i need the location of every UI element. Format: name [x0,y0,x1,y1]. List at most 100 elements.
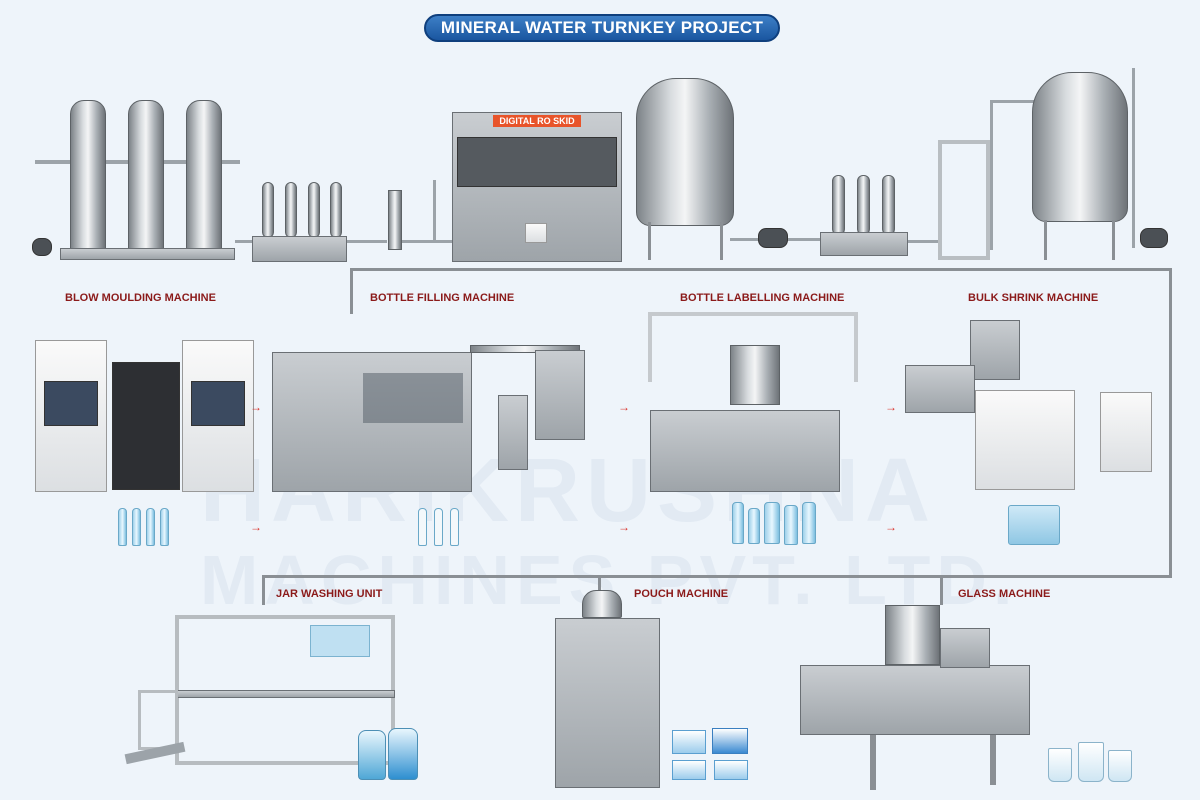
arrow-right-icon: → [250,400,262,414]
mould-window [191,381,245,426]
pipe [433,180,436,240]
pipe [1132,68,1135,248]
jar-washing-door [138,690,178,750]
sand-filter [70,100,106,250]
micron-filter [330,182,342,238]
flow-line [940,575,943,605]
pouch-icon [672,730,706,754]
shrink-hood [970,320,1020,380]
pipe [990,100,1035,103]
flow-line [350,268,1172,271]
logo [525,223,547,243]
labelling-turret [730,345,780,405]
machine-leg [870,735,876,790]
bottle-icon [764,502,780,544]
bulk-shrink-machine [975,390,1075,490]
flow-line [350,268,353,314]
micron-filter [857,175,870,235]
softener-filter [186,100,222,250]
micron-filter [262,182,274,238]
storage-tank [1032,72,1128,222]
pipe [402,240,452,243]
flow-line [262,575,265,605]
pump [32,238,52,256]
cup-icon [1108,750,1132,782]
bottle-icon [160,508,169,546]
tank-leg [1044,220,1047,260]
jar-icon [388,728,418,780]
flow-line [262,575,1172,578]
bottle-unscrambler [535,350,585,440]
label-jar-washing: JAR WASHING UNIT [276,588,383,600]
bottle-icon [748,508,760,544]
jar-washing-shelf [175,690,395,698]
high-pressure-pump [388,190,402,250]
storage-tank [636,78,734,226]
micron-filter [882,175,895,235]
micron-filter-base [252,236,347,262]
arrow-right-icon: → [885,400,897,414]
ro-control-panel [457,137,617,187]
label-bottle-filling: BOTTLE FILLING MACHINE [370,292,515,304]
label-glass: GLASS MACHINE [958,588,1051,600]
bottle-icon [784,505,798,545]
label-pouch: POUCH MACHINE [634,588,729,600]
label-bulk-shrink: BULK SHRINK MACHINE [968,292,1099,304]
blow-moulding-unit [182,340,254,492]
jars [310,625,370,657]
micron-filter [308,182,320,238]
machine-leg [990,735,996,785]
micron-filter [832,175,845,235]
pouch-icon [714,760,748,780]
bottle-filling-machine [272,352,472,492]
labelling-frame [648,312,858,382]
bottle-icon [132,508,141,546]
arrow-right-icon: → [250,520,262,534]
ro-skid-label: DIGITAL RO SKID [493,115,581,127]
pouch-icon [712,728,748,754]
cup-icon [1078,742,1104,782]
bottle-icon [802,502,816,544]
cup-sealer [940,628,990,668]
jar-icon [358,730,386,780]
tank-leg [1112,220,1115,260]
pipe [990,100,993,250]
label-bottle-labelling: BOTTLE LABELLING MACHINE [680,292,845,304]
flow-line [598,575,601,595]
air-conveyor [470,345,580,353]
pouch-film-hopper [582,590,622,618]
shrink-pack-icon [1008,505,1060,545]
cup-icon [1048,748,1072,782]
bottle-icon [450,508,459,546]
uv-system [938,140,990,260]
arrow-right-icon: → [885,520,897,534]
control-cabinet [498,395,528,470]
filter-base [60,248,235,260]
bottle-icon [418,508,427,546]
glass-machine [800,665,1030,735]
pipe [235,240,265,243]
label-blow-moulding: BLOW MOULDING MACHINE [65,292,216,304]
micron-filter [285,182,297,238]
filling-window [363,373,463,423]
mould-window [44,381,98,426]
pouch-icon [672,760,706,780]
pipe [908,240,938,243]
page-title: MINERAL WATER TURNKEY PROJECT [424,14,780,42]
pouch-machine [555,618,660,788]
micron-filter-base [820,232,908,256]
bottle-icon [118,508,127,546]
glass-hopper [885,605,940,665]
tank-leg [720,222,723,260]
pump [758,228,788,248]
tank-leg [648,222,651,260]
blow-moulding-control [112,362,180,490]
pump [1140,228,1168,248]
shrink-tunnel [905,365,975,413]
ro-skid: DIGITAL RO SKID [452,112,622,262]
arrow-right-icon: → [618,400,630,414]
blow-moulding-unit [35,340,107,492]
flow-line [1169,268,1172,578]
bottle-icon [146,508,155,546]
bottle-icon [732,502,744,544]
